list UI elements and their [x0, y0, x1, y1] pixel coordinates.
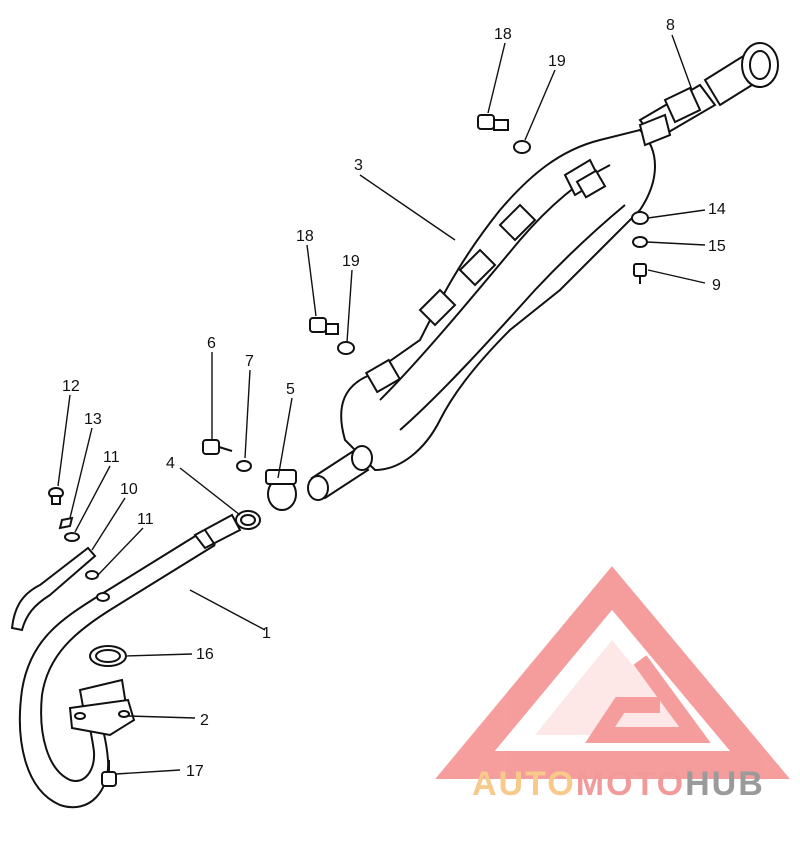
callout-17: 17 [186, 763, 204, 780]
heat-shield-bracket [10, 546, 97, 632]
callout-19-lower: 19 [342, 253, 360, 270]
callout-18-upper: 18 [494, 26, 512, 43]
watermark-hub: HUB [685, 765, 765, 803]
callout-16: 16 [196, 646, 214, 663]
callout-9: 9 [712, 277, 721, 294]
callout-5: 5 [286, 381, 295, 398]
callout-4: 4 [166, 455, 175, 472]
pipe-clamp [265, 469, 297, 511]
flange-bolt [101, 760, 117, 787]
callout-14: 14 [708, 201, 726, 218]
watermark-auto: AUTO [472, 765, 576, 803]
clamp-bolt [202, 439, 252, 472]
callout-15: 15 [708, 238, 726, 255]
callout-18-lower: 18 [296, 228, 314, 245]
muffler-inlet [307, 445, 373, 501]
callout-19-upper: 19 [548, 53, 566, 70]
watermark-moto: MOTO [576, 765, 685, 803]
callout-11-upper: 11 [103, 449, 120, 466]
lower-mount-bolt [309, 317, 355, 355]
muffler-bracket-fasteners [631, 211, 649, 284]
exhaust-pipe [18, 513, 242, 809]
callout-6: 6 [207, 335, 216, 352]
callout-11-lower: 11 [137, 511, 154, 528]
callout-10: 10 [120, 481, 138, 498]
callout-1: 1 [262, 625, 271, 642]
callout-12: 12 [62, 378, 80, 395]
callout-2: 2 [200, 712, 209, 729]
callout-3: 3 [354, 157, 363, 174]
callout-7: 7 [245, 353, 254, 370]
watermark-text: AUTOMOTOHUB [472, 765, 765, 803]
muffler [340, 128, 656, 472]
callout-labels: 1 2 3 4 5 6 7 8 9 10 11 11 12 13 14 15 1… [62, 17, 726, 780]
tail-pipe [638, 42, 779, 147]
exhaust-flange [68, 678, 136, 737]
leader-lines [57, 34, 706, 775]
small-fasteners [48, 487, 110, 602]
gasket [89, 645, 127, 667]
automotohub-logo [435, 566, 790, 779]
callout-13: 13 [84, 411, 102, 428]
callout-8: 8 [666, 17, 675, 34]
upper-mount-bolt [477, 114, 531, 154]
svg-text:AUTOMOTOHUB: AUTOMOTOHUB [472, 765, 765, 803]
joint-ring [235, 510, 261, 530]
